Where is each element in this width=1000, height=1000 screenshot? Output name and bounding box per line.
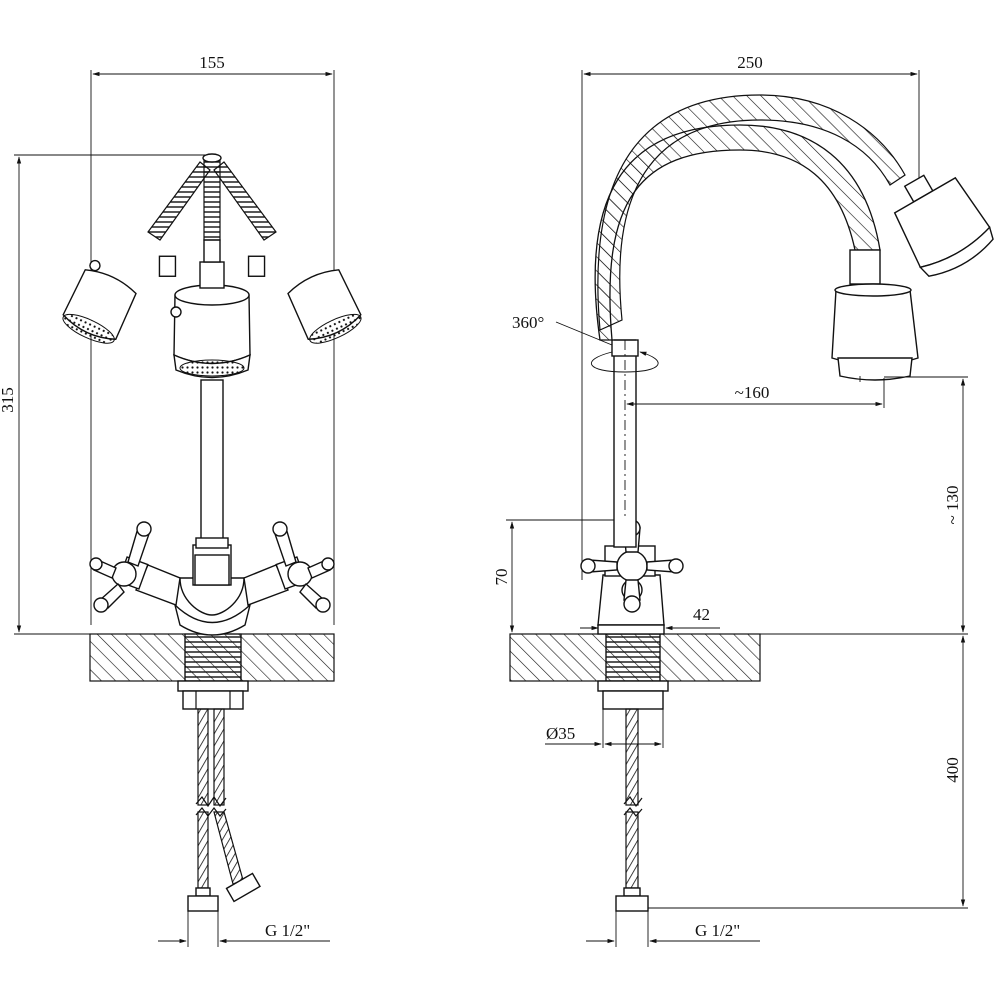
front-right-spray-head — [247, 255, 362, 344]
side-gooseneck-spout — [594, 94, 906, 341]
front-height-label: 315 — [0, 387, 17, 413]
front-mounting-nut — [177, 680, 249, 710]
side-supply-hose — [615, 708, 649, 912]
front-flexible-spout — [147, 153, 277, 241]
front-supply-hoses — [187, 708, 261, 912]
front-left-cross-handle — [89, 521, 152, 613]
side-alt-spray-head — [893, 174, 994, 277]
front-thread-label: G 1/2" — [265, 921, 310, 940]
side-diameter-label: Ø35 — [546, 724, 575, 743]
front-right-cross-handle — [272, 521, 335, 613]
side-body-width-dimension: 42 — [580, 605, 720, 631]
side-spray-head — [831, 249, 919, 382]
side-width-label: 250 — [737, 53, 763, 72]
side-diameter-dimension: Ø35 — [545, 709, 664, 748]
front-valve-body — [117, 544, 307, 636]
side-countertop — [509, 633, 968, 682]
side-body-height-label: 70 — [492, 569, 511, 586]
front-thread-dimension: G 1/2" — [158, 911, 330, 947]
front-riser-pipe — [195, 379, 229, 549]
side-rotation-indicator: 360° — [512, 313, 659, 373]
side-reach-label: ~160 — [735, 383, 770, 402]
side-hose-length-dimension: 400 — [648, 635, 968, 909]
front-view: 155 315 — [0, 53, 362, 947]
side-spout-height-label: ~ 130 — [943, 486, 962, 525]
front-width-dimension: 155 — [90, 53, 335, 625]
side-view: 250 Ø35 — [492, 53, 994, 947]
side-reach-dimension: ~160 — [626, 378, 885, 408]
side-body-width-label: 42 — [693, 605, 710, 624]
side-rotation-label: 360° — [512, 313, 544, 332]
front-left-spray-head — [62, 255, 177, 344]
side-body-height-dimension: 70 — [492, 519, 625, 633]
side-hose-length-label: 400 — [943, 757, 962, 783]
side-mounting-nut — [597, 680, 669, 710]
side-width-dimension: 250 — [581, 53, 920, 580]
side-thread-dimension: G 1/2" — [586, 911, 760, 947]
side-spout-height-dimension: ~ 130 — [884, 376, 968, 633]
front-width-label: 155 — [199, 53, 225, 72]
side-thread-label: G 1/2" — [695, 921, 740, 940]
front-height-dimension: 315 — [0, 154, 205, 635]
front-center-spray-head — [170, 239, 251, 379]
front-countertop — [89, 633, 335, 682]
side-riser-pipe — [611, 339, 639, 548]
